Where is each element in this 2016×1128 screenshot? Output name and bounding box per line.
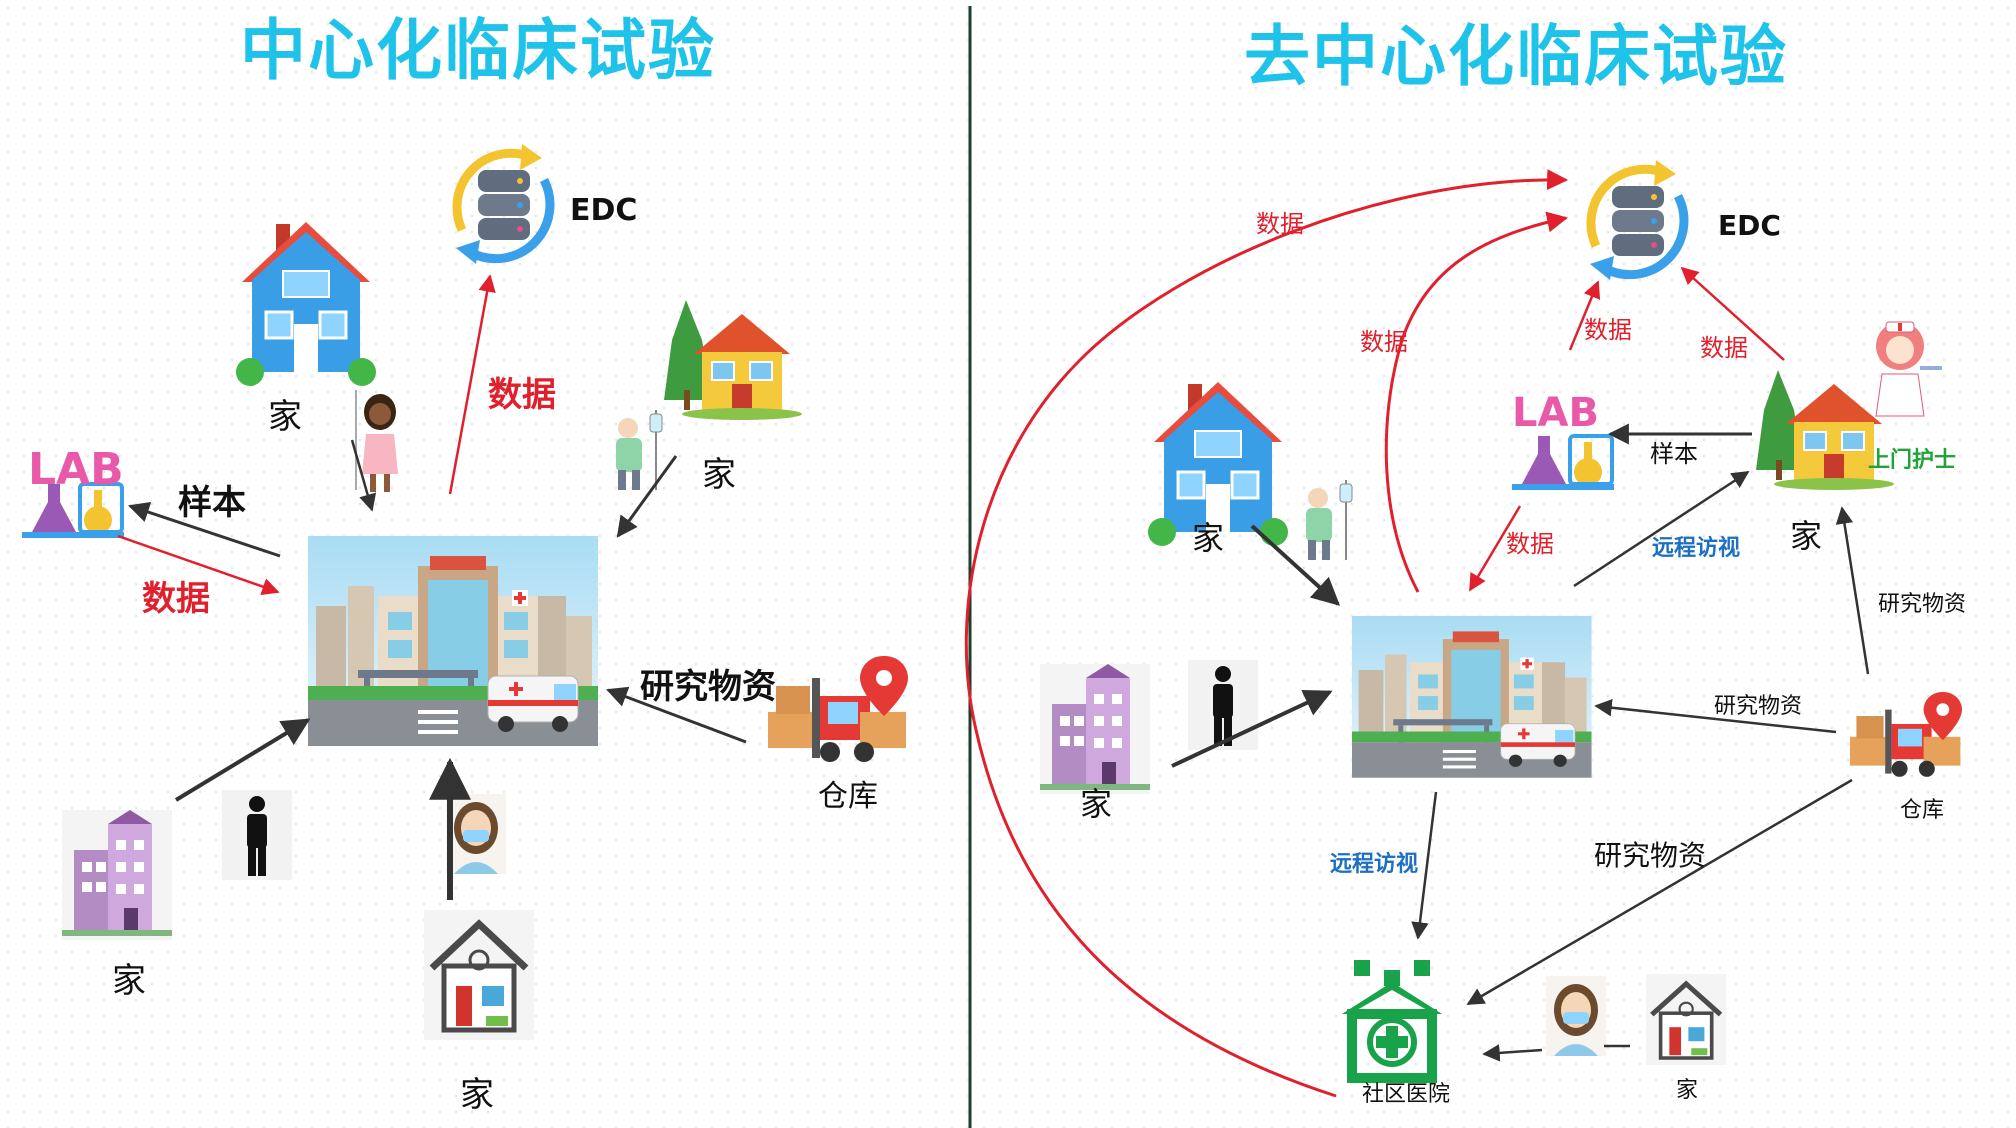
left-title: 中心化临床试验	[240, 12, 716, 89]
arrow-right-home-to-hospital	[616, 455, 678, 538]
masked-woman-icon-right	[1546, 976, 1606, 1056]
warehouse-forklift-icon-right	[1850, 692, 1962, 777]
right-warehouse-label: 仓库	[1900, 798, 1945, 823]
home-apartment-icon-right	[1040, 664, 1150, 794]
right-community-hospital-label: 社区医院	[1362, 1082, 1451, 1107]
arrow-apartment-to-hospital-right	[1171, 690, 1333, 768]
hospital-icon-left	[307, 535, 599, 747]
community-hospital-icon	[1342, 960, 1442, 1078]
home-gray-house-icon-right	[1646, 974, 1726, 1065]
arrow-data-to-edc-left	[448, 274, 496, 495]
lab-text-left: LAB	[28, 444, 124, 495]
home-apartment-icon-left	[62, 810, 172, 940]
person-silhouette-icon-right	[1188, 660, 1258, 750]
home-gray-house-icon-left	[424, 910, 534, 1040]
right-remote-visit-label-2: 远程访视	[1330, 852, 1419, 877]
left-sample-label: 样本	[178, 483, 246, 523]
right-sample-label: 样本	[1650, 440, 1698, 468]
person-silhouette-icon-left	[222, 790, 292, 880]
lab-text-right: LAB	[1512, 390, 1599, 436]
masked-woman-icon-left	[446, 794, 506, 874]
left-data-edc-label: 数据	[488, 375, 556, 415]
edc-database-icon	[456, 144, 550, 264]
right-edc-label: EDC	[1718, 209, 1781, 242]
warehouse-forklift-icon-left	[768, 656, 908, 762]
left-home-bottom-label: 家	[460, 1075, 494, 1115]
right-home-mid-label: 家	[1790, 517, 1823, 555]
right-home-bottom-label: 家	[1676, 1078, 1699, 1103]
arrow-supplies-to-home-right	[1835, 506, 1870, 675]
right-data-label-1: 数据	[1256, 210, 1304, 238]
arrow-data-hospital-to-edc	[1384, 211, 1569, 593]
arrow-supplies-to-community	[1466, 778, 1853, 1006]
right-supplies-label-3: 研究物资	[1594, 839, 1707, 872]
right-data-label-3: 数据	[1584, 316, 1632, 344]
left-home-bottom-left-label: 家	[112, 961, 146, 1001]
right-nurse-label: 上门护士	[1868, 448, 1957, 473]
doctor-iv-icon-right	[1305, 479, 1353, 561]
right-title: 去中心化临床试验	[1244, 18, 1788, 95]
arrow-remote-visit-to-home	[1573, 470, 1750, 588]
right-remote-visit-label-1: 远程访视	[1652, 536, 1741, 561]
arrow-data-lab-to-hospital-right	[1468, 505, 1522, 592]
arrow-data-lab-to-edc-right	[1568, 280, 1601, 351]
arrow-data-community-to-edc	[964, 169, 1569, 1098]
right-supplies-label-1: 研究物资	[1878, 592, 1967, 617]
arrow-sample-to-lab-left	[128, 502, 281, 558]
arrow-data-home-to-edc-right	[1680, 266, 1785, 361]
left-data-lab-label: 数据	[142, 579, 210, 619]
nurse-icon	[1875, 321, 1943, 417]
left-edc-label: EDC	[570, 193, 638, 228]
right-data-label-2: 数据	[1360, 328, 1408, 356]
right-data-label-5: 数据	[1506, 530, 1554, 558]
left-supplies-label: 研究物资	[640, 667, 776, 707]
doctor-iv-icon	[615, 409, 663, 491]
left-home-right-label: 家	[702, 455, 736, 495]
right-supplies-label-2: 研究物资	[1714, 694, 1803, 719]
home-blue-house-icon	[234, 220, 378, 388]
hospital-icon-right	[1351, 615, 1592, 779]
right-home-left-label: 家	[1192, 519, 1225, 557]
arrow-patient-to-community	[1482, 1044, 1543, 1062]
home-orange-house-icon	[663, 299, 803, 421]
arrow-supplies-to-hospital-right	[1594, 698, 1837, 734]
edc-database-icon-right	[1590, 160, 1684, 280]
right-data-label-4: 数据	[1700, 334, 1748, 362]
arrow-remote-visit-to-community	[1411, 791, 1438, 940]
lab-icon-right	[1510, 434, 1616, 492]
arrow-apartment-to-hospital-left	[174, 718, 311, 802]
arrow-home-to-hospital-left	[350, 439, 377, 512]
left-home-top-label: 家	[268, 397, 302, 437]
left-warehouse-label: 仓库	[818, 779, 878, 814]
right-home-right-label: 家	[1080, 785, 1113, 823]
arrow-data-lab-to-hospital-left	[117, 534, 280, 596]
arrow-home-to-hospital-right	[1250, 524, 1341, 606]
arrow-supplies-to-hospital-left	[606, 686, 747, 744]
